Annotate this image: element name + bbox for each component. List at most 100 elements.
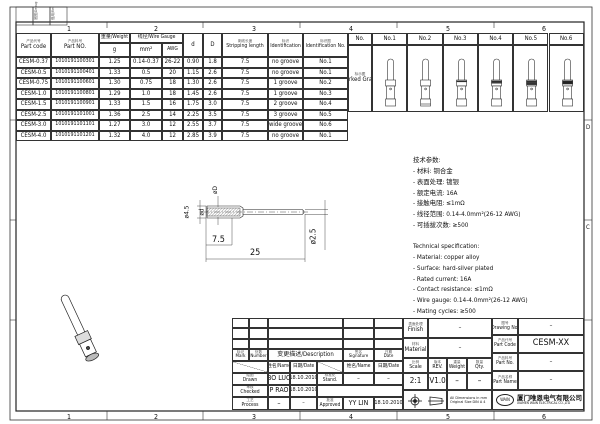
header-weight-unit-text: g	[112, 45, 117, 53]
table-cell-text: 1.27	[108, 121, 121, 129]
dim-d: ød	[197, 208, 206, 216]
zone-number: 6	[542, 413, 547, 421]
label-date-2-text: 日期/Date	[292, 364, 315, 370]
label-name: 姓名/Name	[268, 361, 290, 373]
header-marked-4: No.4	[477, 33, 514, 45]
table-cell: No.4	[303, 99, 348, 110]
header-mm2-text: mm²	[139, 45, 153, 53]
dim-pin-diameter: ø2.5	[308, 228, 318, 245]
table-cell: No.6	[303, 120, 348, 131]
dim-stripping: 7.5	[212, 235, 225, 245]
table-cell: 2.6	[203, 78, 222, 89]
zone-number: 1	[67, 413, 72, 421]
table-cell-text: No.1	[319, 131, 332, 139]
table-cell: 2.55	[183, 120, 203, 131]
pin-icon	[385, 58, 396, 107]
stand-date: –	[374, 373, 403, 385]
label-rev-text: REV.	[432, 363, 443, 370]
table-cell-text: no groove	[271, 131, 300, 139]
specs-en-title: Technical specification:	[413, 242, 480, 250]
table-cell: 1.5	[130, 99, 162, 110]
header-part-code-text: Part code	[20, 42, 47, 50]
table-cell: 0.90	[183, 57, 203, 68]
revision-cell	[232, 328, 249, 339]
table-cell-text: 3 groove	[273, 110, 298, 118]
table-cell: 26-22	[162, 57, 183, 68]
marked-graph-3	[442, 45, 478, 112]
company-name: XIAMEN WAIN ELECTRICAL CO.,LTD	[517, 400, 571, 405]
process-date: –	[290, 397, 317, 410]
table-cell: 1010191100901	[51, 99, 99, 110]
table-cell: 3.7	[203, 120, 222, 131]
zone-letter-c: C	[586, 224, 590, 231]
table-cell-text: 1.33	[108, 68, 121, 76]
table-cell: 1.8	[203, 57, 222, 68]
table-cell: CESM-4.0	[16, 130, 51, 141]
marked-graph-label-text: 标示图	[354, 72, 366, 77]
label-number-text: Number	[250, 353, 267, 359]
spec-line: - 可插拔次数: ≥500	[413, 221, 469, 229]
process-name-text: –	[277, 398, 281, 407]
label-process-text: Process	[241, 401, 259, 408]
header-d-text: d	[191, 40, 195, 48]
label-description: 变更描述/Description	[268, 349, 343, 361]
header-marked-1-text: No.1	[383, 34, 396, 42]
table-cell-text: No.5	[319, 110, 332, 118]
drawn-name-text: BO LUO	[268, 374, 290, 383]
header-marked-4-text: No.4	[489, 34, 502, 42]
table-cell: 2.25	[183, 109, 203, 120]
label-mark-text: 标记	[236, 349, 245, 354]
spec-line: - 材料: 铜合金	[413, 167, 453, 175]
table-cell-text: 4.0	[141, 131, 151, 139]
table-cell-text: 14	[169, 110, 176, 118]
table-cell: 2.6	[203, 67, 222, 78]
marked-graph-5	[513, 45, 549, 112]
specs-cn-title: 技术参数:	[413, 156, 441, 164]
zone-letter-d: D	[586, 124, 591, 131]
label-date-3-text: 日期/Date	[377, 364, 400, 370]
table-cell: CESM-2.5	[16, 109, 51, 120]
header-marked-3-text: No.3	[454, 34, 467, 42]
table-cell: 3.0	[203, 99, 222, 110]
stand-date-text: –	[387, 374, 390, 382]
table-cell-text: 16	[169, 100, 176, 108]
table-cell-text: 3.9	[208, 131, 217, 139]
table-cell: CESM-0.37	[16, 57, 51, 68]
table-cell: No.2	[303, 78, 348, 89]
table-cell-text: CESM-3.0	[20, 121, 47, 129]
table-cell-text: 1.8	[208, 58, 217, 66]
table-cell: 1.27	[99, 120, 130, 131]
marked-graph-label: 标示图Marked Graph	[348, 45, 372, 112]
table-cell: 1.29	[99, 88, 130, 99]
part-name-value-text: –	[549, 376, 553, 384]
zone-number: 1	[67, 25, 72, 33]
process-name: –	[268, 397, 290, 410]
table-cell-text: 7.5	[240, 79, 250, 87]
table-cell: CESM-1.0	[16, 88, 51, 99]
spec-line: - 额定电流: 16A	[413, 188, 458, 197]
label-weight-text: 重量	[453, 359, 461, 364]
revision-cell	[268, 318, 343, 329]
spec-line: - Mating cycles: ≥500	[413, 307, 476, 315]
table-cell: 1.0	[130, 88, 162, 99]
table-cell-text: 1010191100401	[55, 68, 95, 75]
revision-cell	[268, 338, 343, 349]
table-cell-text: 7.5	[240, 131, 250, 139]
label-drawing-no-text: 图号	[501, 320, 509, 325]
header-stripping-length-text: Stripping length	[226, 43, 264, 50]
table-cell-text: 1 groove	[273, 79, 298, 87]
company-logo: WAIN	[496, 394, 514, 406]
checked-date: 18.10.2010	[290, 385, 317, 397]
approved-date: 18.10.2010	[374, 397, 403, 410]
scale-value-text: 2:1	[409, 376, 422, 386]
pin-icon	[561, 58, 573, 107]
table-cell-text: 18	[169, 89, 176, 97]
table-cell-text: 1010191100801	[55, 89, 95, 96]
table-cell: 1 groove	[268, 78, 303, 89]
